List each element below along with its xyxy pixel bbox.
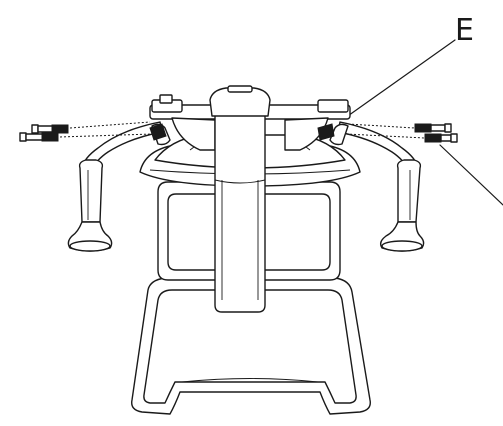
left-bolts bbox=[19, 124, 69, 142]
right-bolts bbox=[414, 123, 458, 143]
bolt-path-left-upper bbox=[69, 121, 151, 129]
seat-base-frame bbox=[131, 277, 371, 415]
bolt-path-left-lower bbox=[59, 133, 153, 138]
leader-line-e bbox=[344, 39, 456, 119]
right-arm bbox=[317, 121, 425, 252]
leader-line-right bbox=[439, 144, 503, 206]
left-arm bbox=[67, 121, 171, 252]
callout-label-e: E bbox=[455, 13, 474, 48]
bolt-path-right-upper bbox=[347, 123, 416, 129]
center-column bbox=[209, 85, 271, 313]
bolt-path-right-lower bbox=[345, 133, 426, 139]
